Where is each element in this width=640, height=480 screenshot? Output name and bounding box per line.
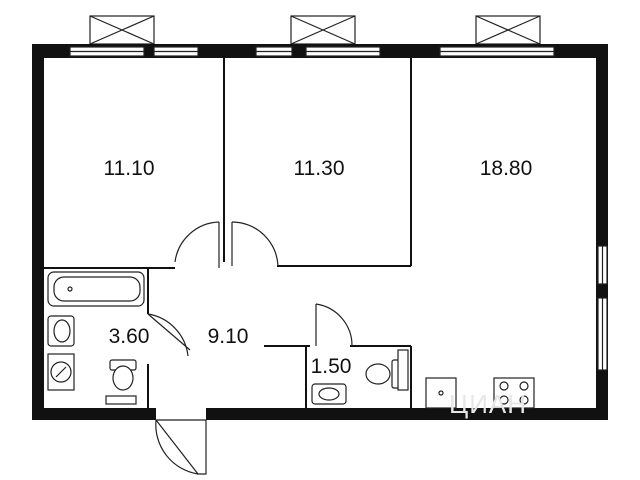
bathroom-sink — [47, 315, 75, 347]
top-wall-windows — [69, 46, 555, 57]
area-label-hallway: 9.10 — [208, 325, 249, 348]
right-wall-windows — [597, 245, 608, 371]
window-box-middle — [290, 15, 356, 45]
toilet-shelf — [397, 349, 409, 391]
door-toilet — [315, 303, 353, 347]
area-label-toilet: 1.50 — [311, 355, 352, 378]
doors — [147, 221, 353, 475]
door-bedroom-2 — [231, 221, 279, 267]
area-label-bedroom-1: 11.10 — [104, 157, 155, 180]
toilet-sink — [311, 383, 347, 405]
kitchen-stove — [493, 377, 535, 409]
area-label-bathroom: 3.60 — [109, 325, 150, 348]
balcony-windows — [89, 15, 541, 45]
interior-walls — [44, 58, 412, 408]
bathroom-toilet-bowl — [109, 359, 137, 391]
washing-machine — [47, 353, 75, 391]
area-label-living-kitchen: 18.80 — [480, 157, 533, 180]
window-box-right — [475, 15, 541, 45]
door-bathroom — [147, 313, 191, 357]
window-box-left — [89, 15, 155, 45]
door-bedroom-1 — [174, 221, 220, 268]
room-labels: 11.10 11.30 18.80 3.60 9.10 1.50 — [104, 157, 533, 378]
watermark-text: ЦИАН — [449, 389, 527, 419]
area-label-bedroom-2: 11.30 — [294, 157, 345, 180]
door-entrance — [154, 419, 207, 475]
towel-rail — [105, 395, 137, 405]
bathtub — [47, 271, 145, 307]
kitchen-sink — [425, 377, 457, 409]
toilet-bowl — [365, 359, 403, 389]
